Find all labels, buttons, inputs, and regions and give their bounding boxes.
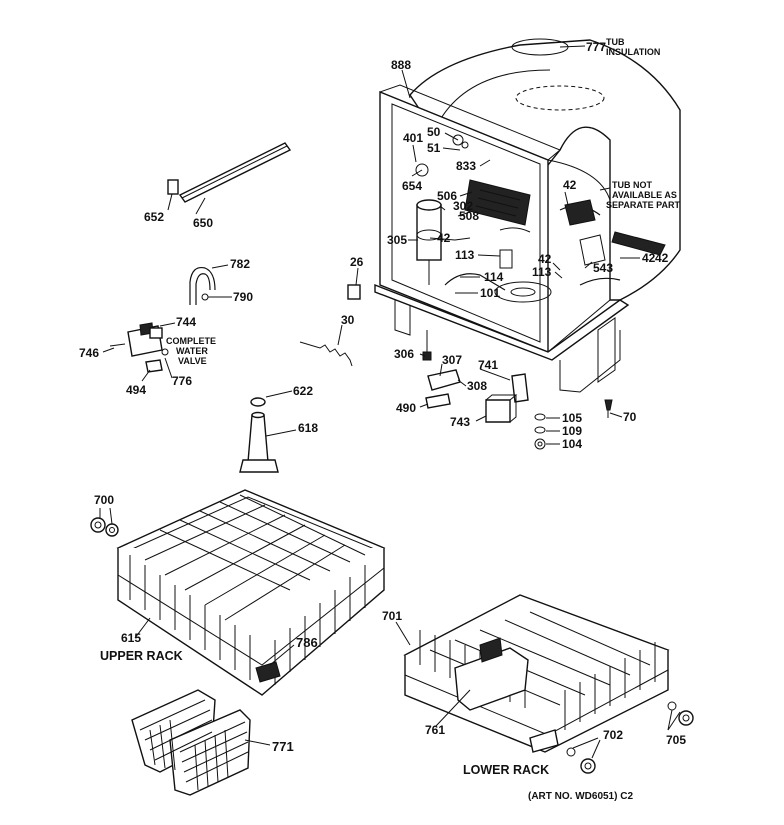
label-508: 508 (459, 209, 479, 223)
label-744: 744 (176, 315, 196, 329)
label-26: 26 (350, 255, 364, 269)
label-complete: COMPLETE (166, 336, 216, 346)
tub-assembly (347, 38, 681, 393)
leader-lines (99, 45, 681, 759)
art-number: (ART NO. WD6051) C2 (528, 791, 633, 802)
label-307: 307 (442, 353, 462, 367)
label-776: 776 (172, 374, 192, 388)
rack-clip (255, 661, 281, 683)
label-42e: 42 (655, 251, 669, 265)
upper-rack (116, 489, 386, 696)
label-618: 618 (298, 421, 318, 435)
caption-lower-rack: LOWER RACK (463, 763, 549, 777)
left-parts (90, 142, 353, 537)
label-761: 761 (425, 723, 445, 737)
label-782: 782 (230, 257, 250, 271)
label-50: 50 (427, 125, 441, 139)
label-113a: 113 (455, 248, 475, 262)
label-652: 652 (144, 210, 164, 224)
label-tub-insulation-2: INSULATION (606, 47, 660, 57)
label-70: 70 (623, 410, 637, 424)
lower-hardware (425, 369, 613, 450)
label-302: 302 (453, 199, 473, 213)
label-tub-not-3: SEPARATE PART (606, 200, 681, 210)
label-42a: 42 (563, 178, 577, 192)
label-622: 622 (293, 384, 313, 398)
label-113b: 113 (532, 265, 552, 279)
label-786: 786 (296, 635, 318, 650)
label-tub-not-1: TUB NOT (612, 180, 652, 190)
silverware-basket (131, 689, 251, 796)
label-51: 51 (427, 141, 441, 155)
label-743: 743 (450, 415, 470, 429)
label-777: 777 (586, 40, 606, 54)
label-654: 654 (402, 179, 422, 193)
label-109: 109 (562, 424, 582, 438)
label-746: 746 (79, 346, 99, 360)
label-494: 494 (126, 383, 146, 397)
label-702: 702 (603, 728, 623, 742)
label-705: 705 (666, 733, 686, 747)
label-701: 701 (382, 609, 402, 623)
label-105: 105 (562, 411, 582, 425)
part-labels: 777 TUB INSULATION 888 401 50 51 833 654… (79, 37, 686, 754)
label-506: 506 (437, 189, 457, 203)
label-790: 790 (233, 290, 253, 304)
label-401: 401 (403, 131, 423, 145)
label-114: 114 (484, 270, 504, 284)
label-650: 650 (193, 216, 213, 230)
label-615: 615 (121, 631, 141, 645)
label-543: 543 (593, 261, 613, 275)
label-valve: VALVE (178, 356, 207, 366)
label-42d: 42 (642, 251, 656, 265)
lower-rack (403, 594, 694, 774)
label-700: 700 (94, 493, 114, 507)
label-771: 771 (272, 739, 294, 754)
label-101: 101 (480, 286, 500, 300)
label-888: 888 (391, 58, 411, 72)
label-30: 30 (341, 313, 355, 327)
label-tub-not-2: AVAILABLE AS (612, 190, 677, 200)
label-305: 305 (387, 233, 407, 247)
label-104: 104 (562, 437, 582, 451)
label-42c: 42 (538, 252, 552, 266)
label-741: 741 (478, 358, 498, 372)
label-water: WATER (176, 346, 208, 356)
label-306: 306 (394, 347, 414, 361)
label-tub-insulation-1: TUB (606, 37, 625, 47)
label-308: 308 (467, 379, 487, 393)
label-490: 490 (396, 401, 416, 415)
label-833: 833 (456, 159, 476, 173)
label-42b: 42 (437, 231, 451, 245)
caption-upper-rack: UPPER RACK (100, 649, 183, 663)
